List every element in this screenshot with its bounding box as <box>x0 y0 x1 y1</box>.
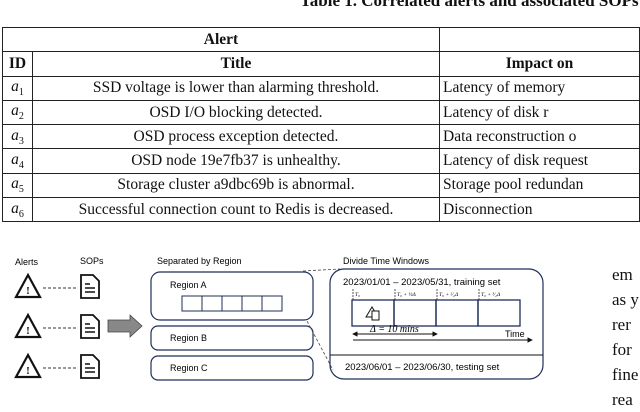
tick-label: T₀ + ½Δ <box>397 291 416 298</box>
col-header-id: ID <box>2 51 33 77</box>
document-icon <box>80 274 100 299</box>
table-row: a1 SSD voltage is lower than alarming th… <box>2 75 640 101</box>
table-caption: Table 1. Correlated alerts and associate… <box>300 0 639 10</box>
alert-id: a3 <box>2 124 33 150</box>
alert-impact: Latency of disk r <box>439 99 640 126</box>
window-cell <box>241 295 263 312</box>
time-window-cell <box>477 299 521 327</box>
alert-impact: Latency of disk request <box>439 148 640 174</box>
alert-id: a6 <box>2 197 33 223</box>
col-header-title: Title <box>32 51 440 77</box>
zoom-line-top <box>302 268 341 272</box>
alert-title: OSD node 19e7fb37 is unhealthy. <box>32 148 440 174</box>
time-label: Time <box>505 329 525 339</box>
table-row: a6 Successful connection count to Redis … <box>2 197 640 223</box>
body-text-line: for <box>612 340 632 359</box>
warning-icon: ! <box>14 312 42 339</box>
alerts-table: Alert ID Title Impact on a1 SSD voltage … <box>2 26 640 223</box>
zoom-line-bottom <box>306 320 334 371</box>
body-text-line: as y <box>612 290 639 309</box>
region-a-label: Region A <box>170 280 207 290</box>
group-header-alert: Alert <box>2 26 440 53</box>
alert-title: OSD process exception detected. <box>32 124 440 150</box>
window-cell <box>261 295 283 312</box>
alert-impact: Storage pool redundan <box>439 172 640 199</box>
alert-impact: Disconnection <box>439 197 640 223</box>
alert-id: a2 <box>2 99 33 126</box>
alert-title: OSD I/O blocking detected. <box>32 99 440 126</box>
body-text-line: rea <box>612 390 633 409</box>
region-b-box <box>150 325 314 351</box>
separated-label: Separated by Region <box>157 256 242 266</box>
window-cell <box>201 295 223 312</box>
group-header-sop <box>439 26 640 53</box>
region-a-box <box>150 271 314 321</box>
table-row: a2 OSD I/O blocking detected. Latency of… <box>2 99 640 126</box>
training-label: 2023/01/01 – 2023/05/31, training set <box>343 277 501 288</box>
region-b-label: Region B <box>170 333 207 343</box>
window-cell <box>221 295 243 312</box>
window-cell <box>181 295 203 312</box>
alert-impact: Data reconstruction o <box>439 124 640 150</box>
pipeline-figure: Alerts SOPs ! ! ! Separated by Region Re… <box>14 256 544 381</box>
time-window-cell <box>435 299 479 327</box>
group-header-row: Alert <box>2 26 640 53</box>
svg-text:!: ! <box>26 285 30 297</box>
tick-label: T₀ <box>355 292 360 298</box>
svg-text:!: ! <box>26 325 30 337</box>
body-text-line: fine <box>612 365 639 384</box>
divide-label: Divide Time Windows <box>343 256 430 266</box>
body-text-fragment: em as y rer for fine rea <box>612 262 639 412</box>
tick-label: T₀ + ³⁄₂Δ <box>481 292 500 298</box>
table-row: a3 OSD process exception detected. Data … <box>2 124 640 150</box>
region-c-label: Region C <box>170 363 208 373</box>
arrow-icon <box>107 314 143 338</box>
document-icon <box>80 354 100 379</box>
alert-title: Storage cluster a9dbc69b is abnormal. <box>32 172 440 199</box>
table-row: a5 Storage cluster a9dbc69b is abnormal.… <box>2 172 640 199</box>
alert-title: Successful connection count to Redis is … <box>32 197 440 223</box>
tick-label: T₀ + ²⁄₂Δ <box>439 292 458 298</box>
time-window-box <box>329 268 544 380</box>
body-text-line: rer <box>612 315 631 334</box>
table-row: a4 OSD node 19e7fb37 is unhealthy. Laten… <box>2 148 640 174</box>
alert-id: a4 <box>2 148 33 174</box>
delta-label: Δ = 10 mins <box>369 324 419 335</box>
alert-id: a1 <box>2 75 33 101</box>
alert-id: a5 <box>2 172 33 199</box>
svg-text:!: ! <box>26 365 30 377</box>
alert-impact: Latency of memory <box>439 75 640 101</box>
alerts-label: Alerts <box>15 257 39 267</box>
region-c-box <box>150 355 314 381</box>
col-header-impact: Impact on <box>439 51 640 77</box>
sops-label: SOPs <box>80 256 104 266</box>
warning-icon: ! <box>14 272 42 299</box>
time-window-cell <box>393 299 437 327</box>
document-icon <box>80 314 100 339</box>
testing-label: 2023/06/01 – 2023/06/30, testing set <box>345 362 500 373</box>
column-header-row: ID Title Impact on <box>2 51 640 77</box>
alert-doc-icon <box>365 306 380 321</box>
body-text-line: em <box>612 265 633 284</box>
warning-icon: ! <box>14 352 42 379</box>
alert-title: SSD voltage is lower than alarming thres… <box>32 75 440 101</box>
